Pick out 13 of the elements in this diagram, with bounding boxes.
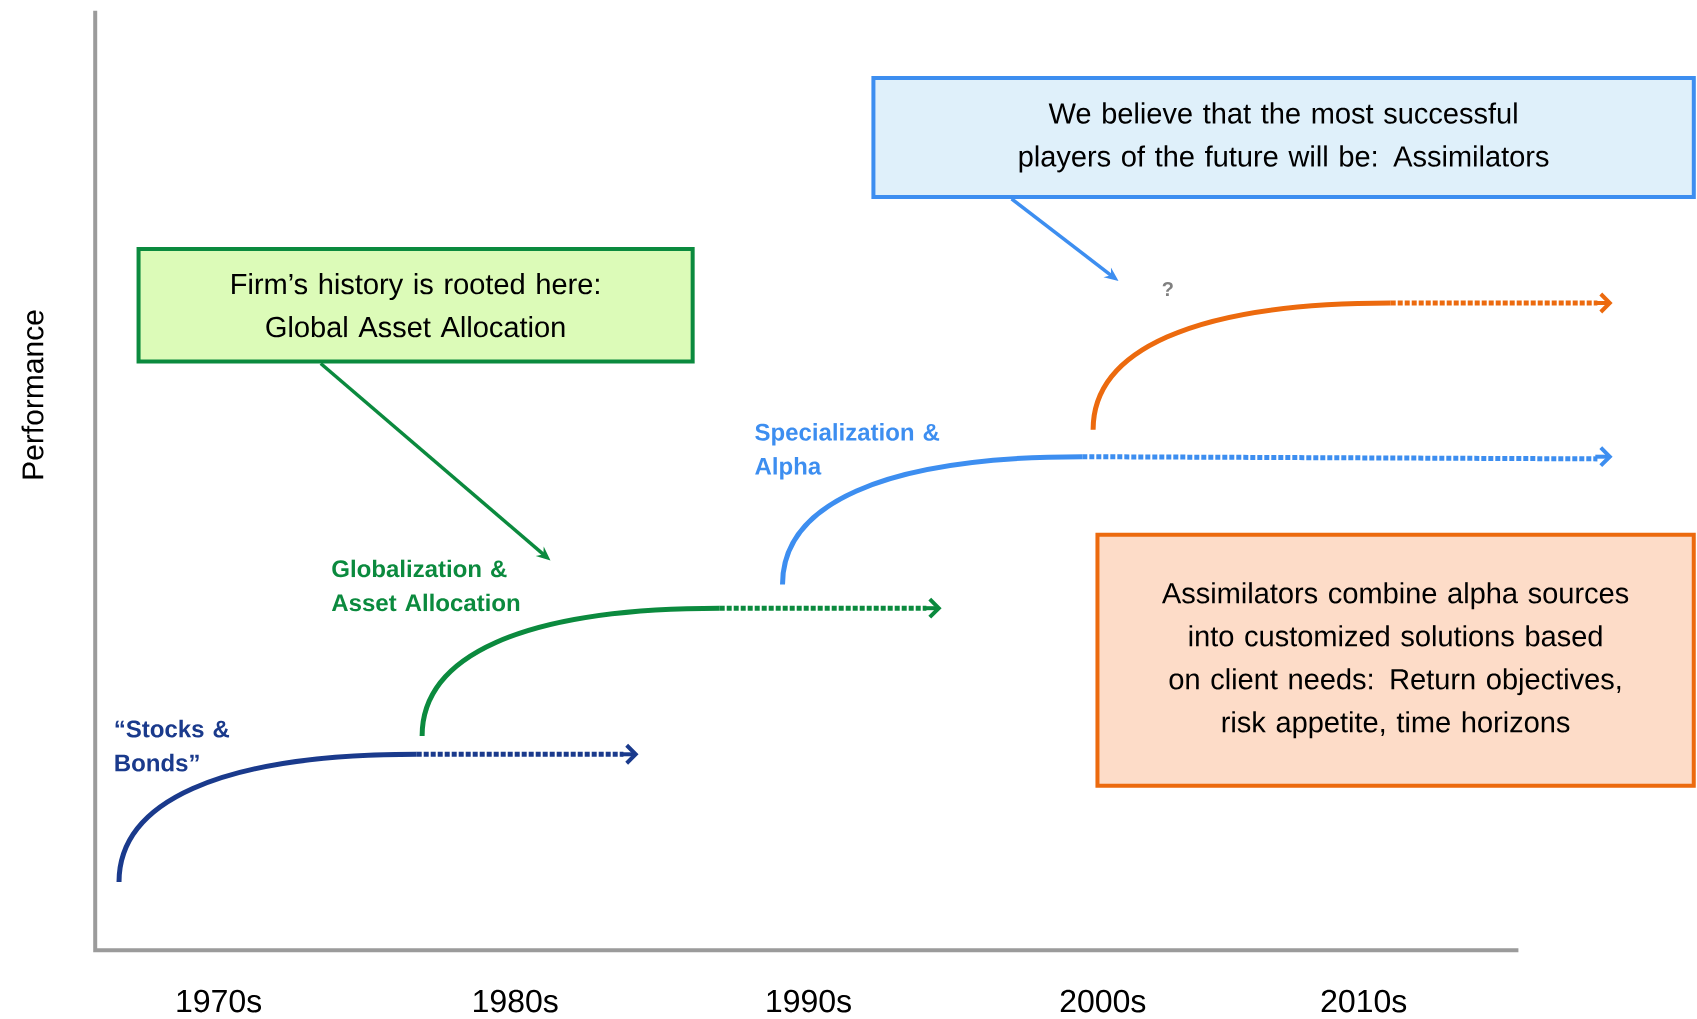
callout-box: Firm’s history is rooted here: Global Asset Allocation	[136, 246, 695, 364]
decade-label: 1970s	[177, 989, 261, 1013]
decade-label: 2000s	[1060, 989, 1146, 1013]
callout-box: We believe that the most successful players of the future will be: Assimilators	[871, 75, 1696, 199]
note-box: Assimilators combine alpha sources into customized solutions based on client needs: Return objectives, risk appetite, time horizons	[1095, 532, 1696, 788]
curve-label: Globalization & Asset Allocation	[331, 559, 520, 612]
curve-label: “Stocks & Bonds”	[115, 719, 230, 772]
axis-title: Performance	[21, 310, 44, 479]
question-mark: ?	[1162, 282, 1173, 296]
decade-label: 1990s	[767, 989, 851, 1013]
decade-label: 1980s	[474, 989, 558, 1013]
decade-label: 2010s	[1321, 989, 1407, 1013]
curve-label: Specialization & Alpha	[755, 423, 940, 480]
